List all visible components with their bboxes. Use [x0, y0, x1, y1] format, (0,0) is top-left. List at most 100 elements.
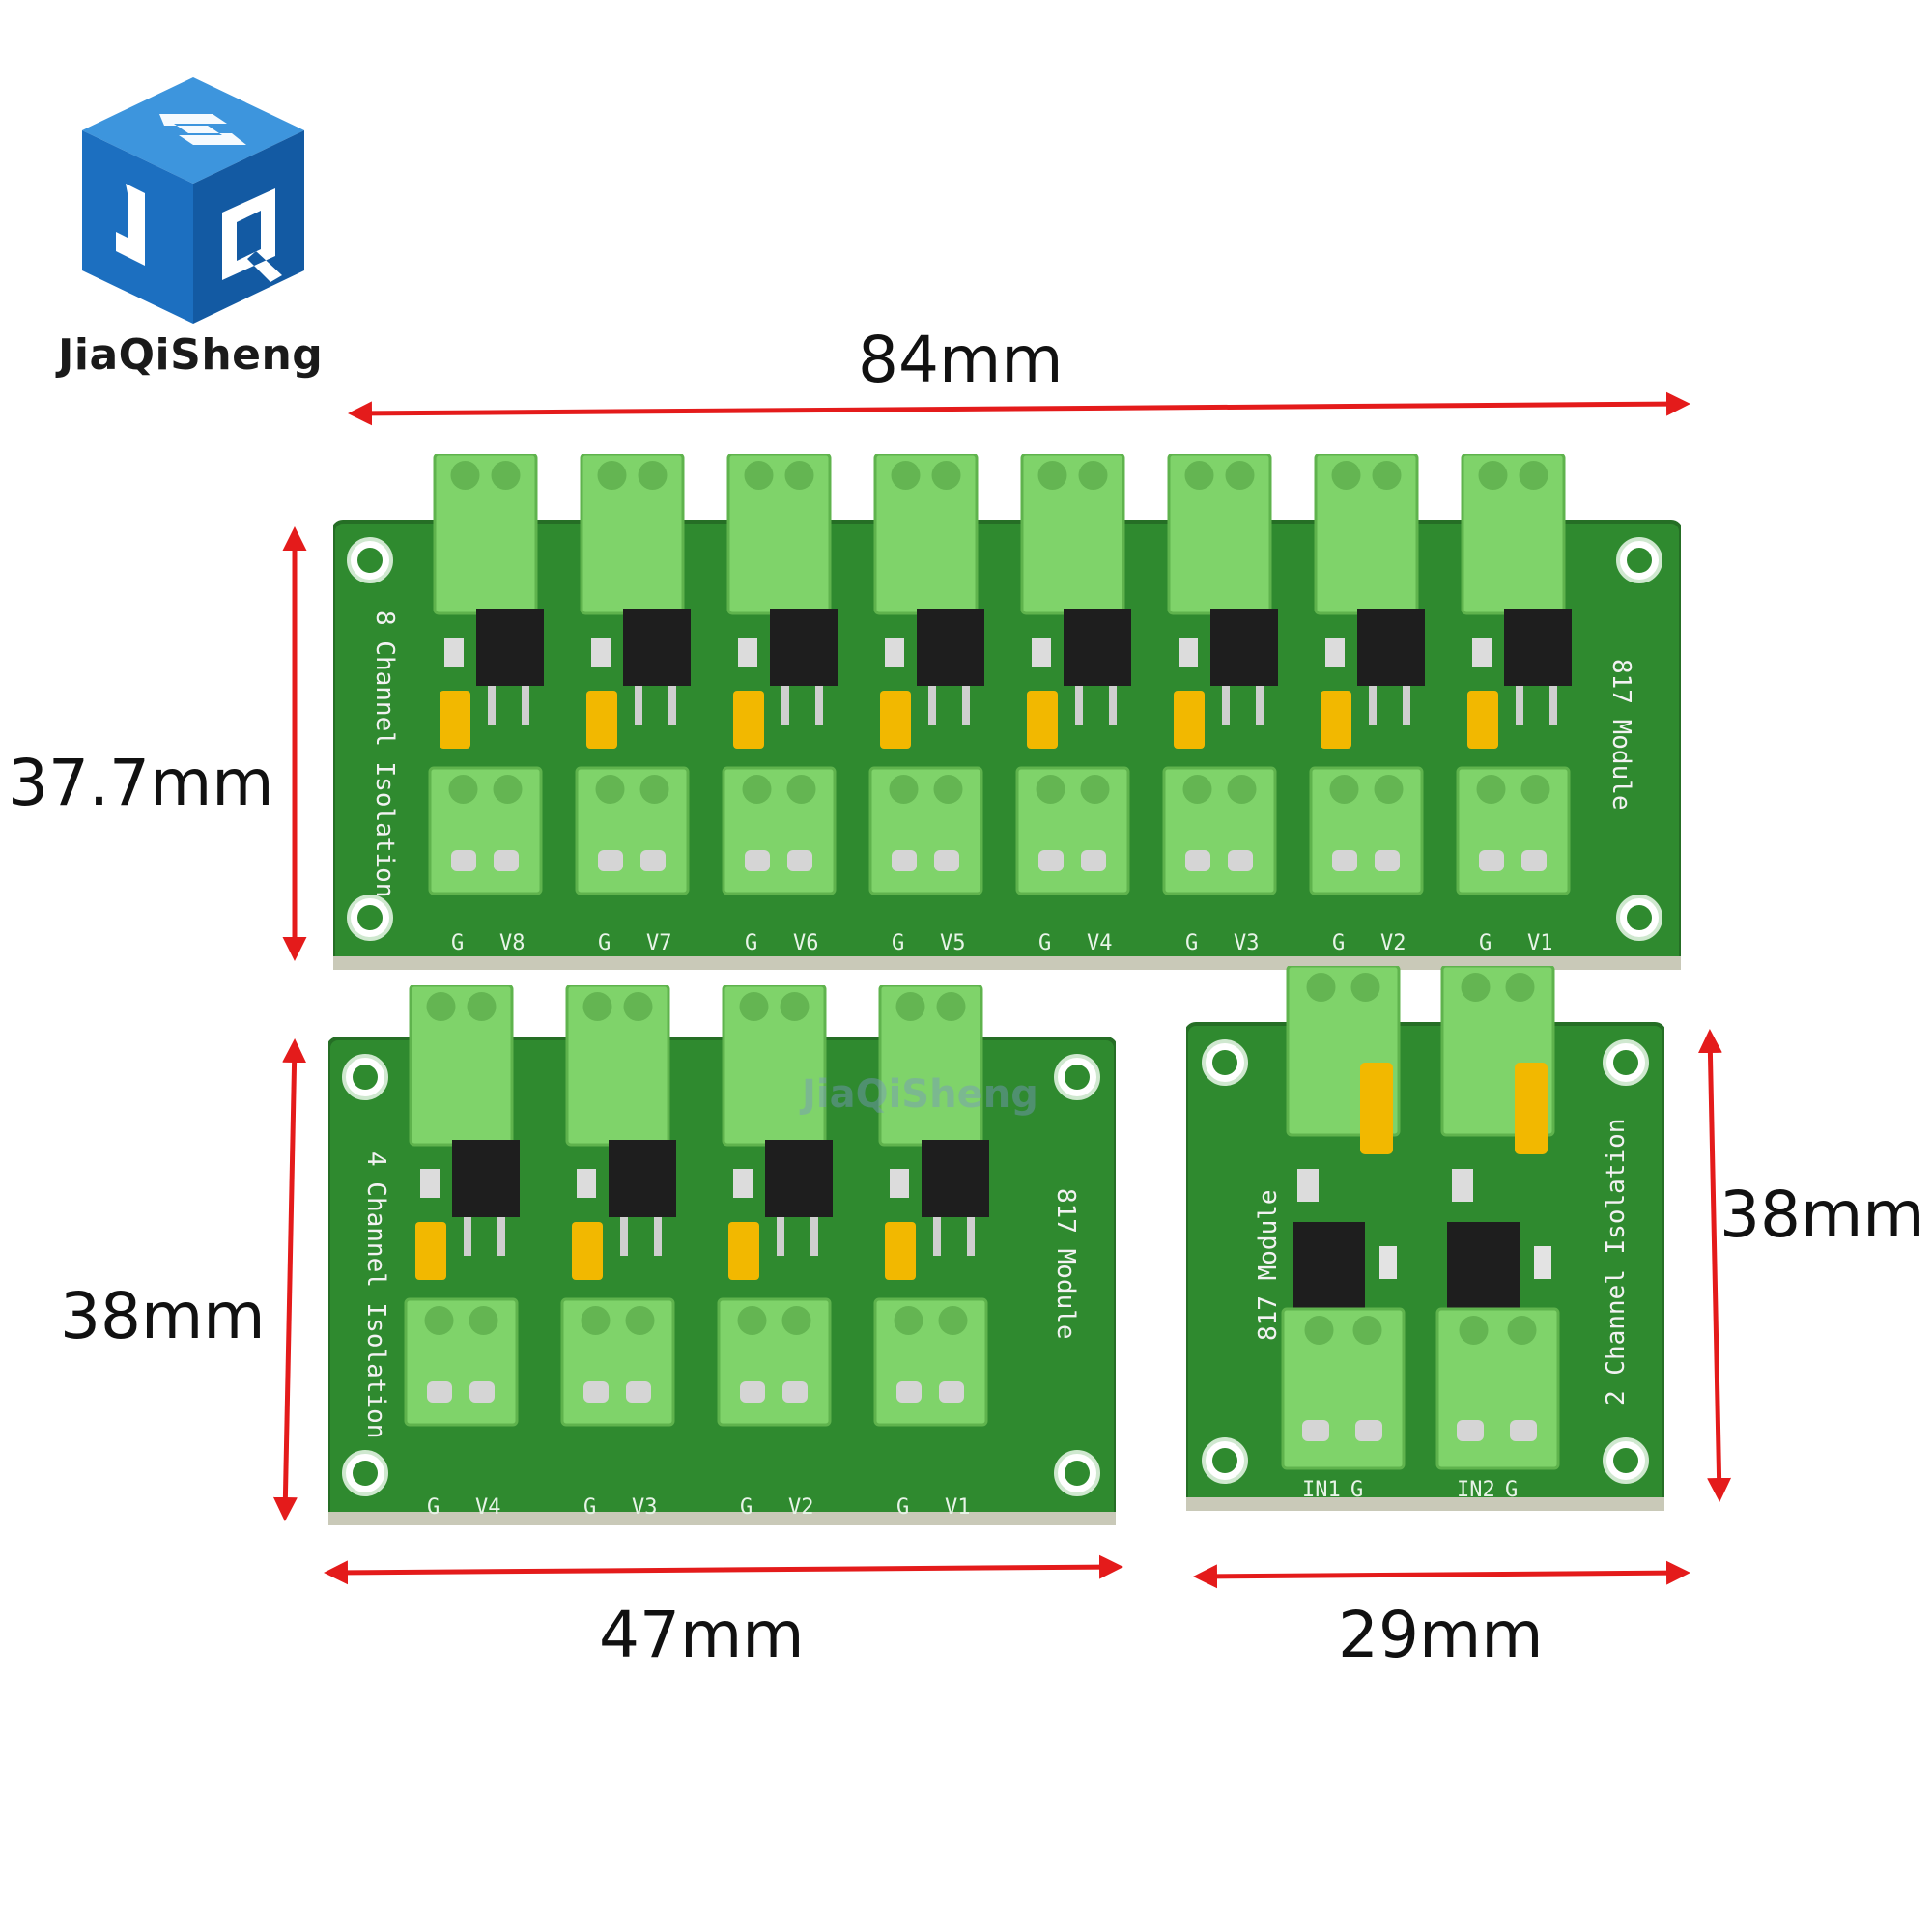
board8-resistor-1 [444, 638, 464, 667]
pin-label: V2 [788, 1495, 814, 1520]
pin-label: G [745, 931, 758, 955]
board8-pin-b-7 [1375, 850, 1400, 871]
board2-optocoupler-1 [1293, 1222, 1365, 1314]
board4-top-terminal-3 [722, 985, 827, 1147]
board8-jumper-6 [1174, 691, 1205, 749]
board8-top-terminal-6-screw-b [1225, 461, 1255, 490]
board8-top-terminal-8-screw-a [1478, 461, 1508, 490]
board4-pin-b-4 [939, 1381, 964, 1403]
board8-bottom-terminal-7-screw-a [1329, 775, 1359, 804]
board4-bottom-terminal-4 [873, 1297, 988, 1427]
board4-resistor-4 [890, 1169, 909, 1198]
board4-bottom-terminal-3-screw-a [737, 1306, 767, 1335]
board2-bottom-terminal-2-screw-b [1507, 1316, 1537, 1345]
board4-top-terminal-3-screw-b [780, 992, 810, 1021]
pin-label: G [1332, 931, 1346, 955]
board4-optocoupler-2 [609, 1140, 676, 1217]
board-2-channel-drawing [1186, 966, 1664, 1511]
board8-bottom-terminal-6-screw-a [1182, 775, 1212, 804]
board8-bottom-terminal-1-screw-a [448, 775, 478, 804]
dimension-label-84mm: 84mm [858, 323, 1064, 397]
board8-top-terminal-1-screw-b [491, 461, 521, 490]
board8-resistor-5 [1032, 638, 1051, 667]
board8-chip-leg-a-5 [1075, 686, 1083, 724]
board2-top-terminal-1-screw-a [1306, 973, 1336, 1002]
board8-top-terminal-7-screw-a [1331, 461, 1361, 490]
pin-label: G [451, 931, 465, 955]
pin-label: G [1185, 931, 1199, 955]
board2-resistor-2 [1452, 1169, 1473, 1202]
width-arrow-right [1193, 1560, 1690, 1589]
board-8-channel-drawing [333, 454, 1681, 970]
board8-top-terminal-8 [1461, 454, 1566, 615]
board4-chip-leg-b-1 [497, 1217, 505, 1256]
board8-optocoupler-5 [1064, 609, 1131, 686]
pin-label: V1 [1527, 931, 1553, 955]
board8-top-terminal-4 [873, 454, 979, 615]
board8-pin-a-6 [1185, 850, 1210, 871]
board4-optocoupler-1 [452, 1140, 520, 1217]
board8-pin-b-5 [1081, 850, 1106, 871]
board8-chip-leg-a-8 [1516, 686, 1523, 724]
board8-pin-a-2 [598, 850, 623, 871]
board4-pin-a-2 [583, 1381, 609, 1403]
board8-pin-a-7 [1332, 850, 1357, 871]
pin-label: V6 [793, 931, 819, 955]
dimension-label-47mm: 47mm [599, 1598, 805, 1672]
board8-top-terminal-5-screw-b [1078, 461, 1108, 490]
pin-label: G [740, 1495, 753, 1520]
board8-top-terminal-8-screw-b [1519, 461, 1548, 490]
board8-jumper-5 [1027, 691, 1058, 749]
board4-chip-leg-a-1 [464, 1217, 471, 1256]
dimension-label-37-7mm: 37.7mm [8, 746, 274, 820]
board4-bottom-terminal-1-screw-a [424, 1306, 454, 1335]
board8-bottom-terminal-1 [428, 766, 543, 895]
board4-chip-leg-a-4 [933, 1217, 941, 1256]
pin-label: IN2 [1457, 1478, 1495, 1502]
height-arrow-right [1697, 1029, 1732, 1502]
dimension-label-29mm: 29mm [1338, 1598, 1544, 1672]
board4-chip-leg-a-2 [620, 1217, 628, 1256]
board8-bottom-terminal-5-screw-b [1080, 775, 1110, 804]
pin-label: V7 [646, 931, 672, 955]
board4-bottom-terminal-2-screw-b [625, 1306, 655, 1335]
board8-top-terminal-3-screw-a [744, 461, 774, 490]
board8-optocoupler-2 [623, 609, 691, 686]
pin-label: IN1 [1302, 1478, 1341, 1502]
board8-top-terminal-6-screw-a [1184, 461, 1214, 490]
pin-label: G [583, 1495, 597, 1520]
board8-chip-leg-b-6 [1256, 686, 1264, 724]
pin-label: G [1505, 1478, 1519, 1502]
board8-top-terminal-7-screw-b [1372, 461, 1402, 490]
board8-top-terminal-1 [433, 454, 538, 615]
board8-pin-a-5 [1038, 850, 1064, 871]
board8-bottom-terminal-3-screw-a [742, 775, 772, 804]
board8-chip-leg-b-5 [1109, 686, 1117, 724]
board8-bottom-terminal-5 [1015, 766, 1130, 895]
board8-top-terminal-2 [580, 454, 685, 615]
board8-pin-b-6 [1228, 850, 1253, 871]
board8-resistor-7 [1325, 638, 1345, 667]
board8-chip-leg-b-4 [962, 686, 970, 724]
board2-bottom-terminal-1-screw-a [1304, 1316, 1334, 1345]
board8-bottom-terminal-6-screw-b [1227, 775, 1257, 804]
board4-optocoupler-3 [765, 1140, 833, 1217]
board8-jumper-2 [586, 691, 617, 749]
board4-chip-leg-b-2 [654, 1217, 662, 1256]
board8-bottom-terminal-4-screw-a [889, 775, 919, 804]
board2-jumper-1 [1360, 1063, 1393, 1154]
board2-top-terminal-1-screw-b [1350, 973, 1380, 1002]
board4-bottom-terminal-4-screw-a [894, 1306, 923, 1335]
board4-top-terminal-4-screw-a [895, 992, 925, 1021]
board4-pin-b-1 [469, 1381, 495, 1403]
board4-top-terminal-2 [565, 985, 670, 1147]
board4-pin-a-4 [896, 1381, 922, 1403]
channel-blocks [428, 454, 1572, 895]
board4-pin-a-1 [427, 1381, 452, 1403]
board8-resistor-4 [885, 638, 904, 667]
height-arrow-mid [272, 1038, 307, 1521]
board8-resistor-2 [591, 638, 611, 667]
pin-label: G [1350, 1478, 1364, 1502]
pin-label: G [427, 1495, 440, 1520]
